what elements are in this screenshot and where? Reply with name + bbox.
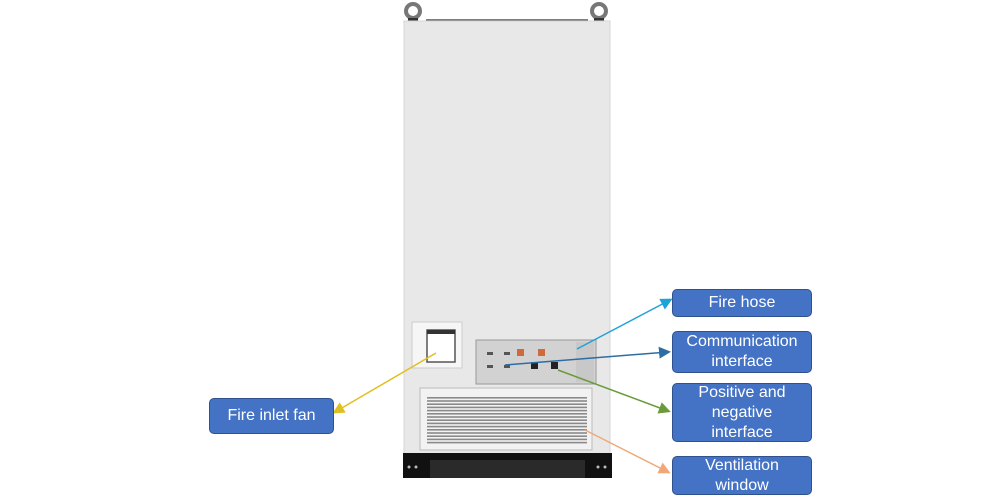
louver-slat [427, 429, 587, 431]
louver-slat [427, 422, 587, 425]
louver-slat [427, 419, 587, 421]
louver-slat [427, 438, 587, 441]
louver-slat [427, 432, 587, 434]
fire-inlet-fan-arrow [332, 352, 437, 414]
label-ventilation-window: Ventilation window [672, 456, 812, 495]
positive-negative-arrow [557, 369, 671, 414]
ventilation-window [419, 387, 593, 451]
louver-slat [427, 400, 587, 402]
lifting-eye-left [404, 2, 422, 21]
ventilation-arrow [584, 429, 671, 474]
lifting-eye-right [590, 2, 608, 21]
louver-slat [427, 425, 587, 428]
communication-arrow [504, 346, 671, 366]
label-communication-interface: Communication interface [672, 331, 812, 373]
fire-inlet-fan-panel [411, 321, 463, 369]
louver-slat [427, 409, 587, 412]
louver-slat [427, 441, 587, 444]
label-fire-inlet-fan: Fire inlet fan [209, 398, 334, 434]
louver-slat [427, 435, 587, 437]
louver-slat [427, 416, 587, 418]
fire-hose-arrow [576, 298, 673, 350]
label-fire-hose: Fire hose [672, 289, 812, 317]
louver-slat [427, 406, 587, 409]
louver-slat [427, 403, 587, 405]
louver-slat [427, 397, 587, 399]
label-positive-negative-interface: Positive and negative interface [672, 383, 812, 442]
cabinet-base [403, 453, 612, 478]
louver-slat [427, 413, 587, 415]
